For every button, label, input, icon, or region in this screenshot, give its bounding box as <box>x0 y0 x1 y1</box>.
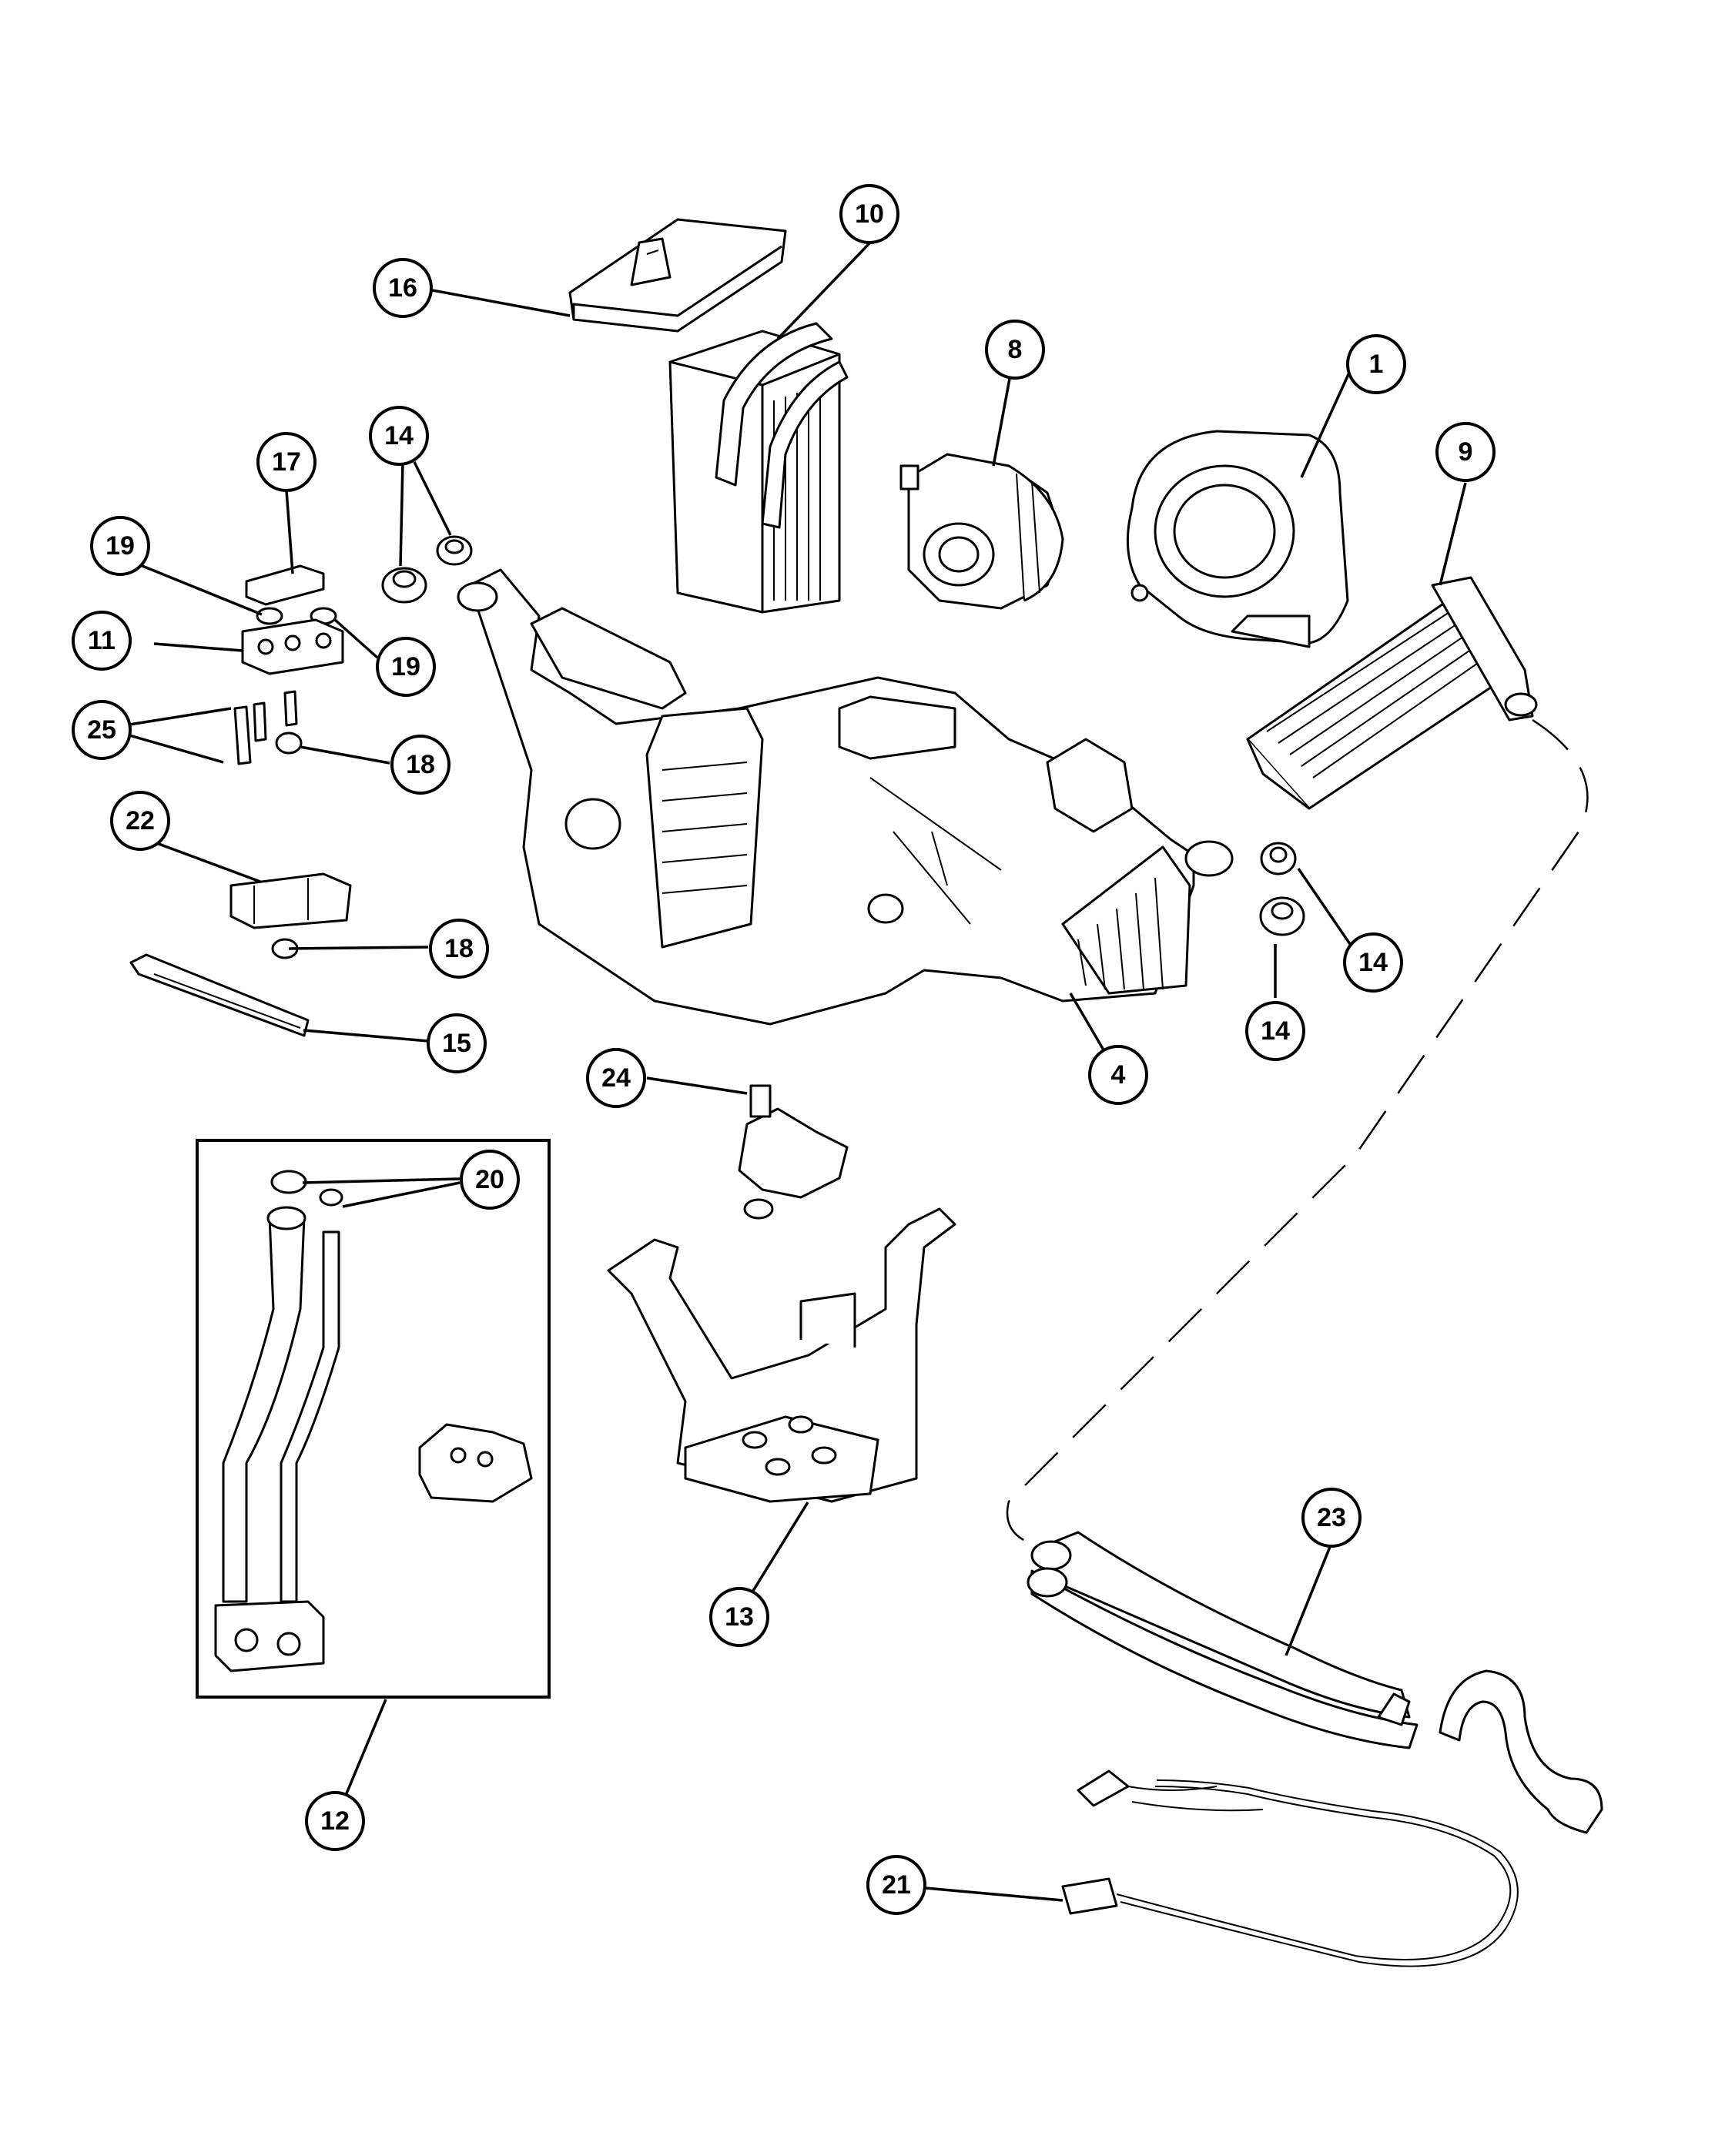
callout-23: 23 <box>1301 1488 1362 1548</box>
svg-text:9: 9 <box>1459 437 1473 467</box>
svg-text:15: 15 <box>442 1029 471 1058</box>
callout-21: 21 <box>866 1855 926 1915</box>
svg-text:18: 18 <box>444 934 474 963</box>
part-15-seal-strip <box>129 953 310 1037</box>
callout-8: 8 <box>985 320 1045 380</box>
svg-text:19: 19 <box>106 531 135 561</box>
callout-17: 17 <box>256 432 317 492</box>
part-16-filter-cover <box>568 218 787 333</box>
part-17-bracket <box>245 564 325 606</box>
part-10-evaporator-core <box>668 322 849 614</box>
svg-text:8: 8 <box>1008 335 1023 364</box>
part-23-hose-assembly <box>1027 1531 1603 1834</box>
callout-1: 1 <box>1346 334 1406 394</box>
svg-text:14: 14 <box>1358 948 1388 977</box>
part-18-nut-upper <box>275 732 303 755</box>
callout-14-upper: 14 <box>369 406 429 466</box>
svg-text:11: 11 <box>88 626 116 655</box>
svg-text:14: 14 <box>384 421 414 450</box>
callout-25: 25 <box>72 700 132 760</box>
part-19-seals <box>256 607 337 625</box>
svg-text:19: 19 <box>391 652 420 681</box>
part-14-grommets-right <box>1259 842 1305 936</box>
inset-box-12 <box>196 1139 551 1699</box>
part-4-main-housing <box>457 568 1234 1026</box>
svg-text:16: 16 <box>388 273 417 303</box>
part-14-grommets-upper <box>381 535 473 604</box>
callout-14-right-lower: 14 <box>1245 1001 1305 1061</box>
svg-text:24: 24 <box>601 1063 631 1093</box>
part-11-expansion-valve <box>241 618 344 675</box>
part-1-blower-housing <box>1126 430 1349 648</box>
callout-16: 16 <box>373 258 433 318</box>
callout-19-left: 19 <box>90 516 150 576</box>
part-8-blower-motor <box>899 453 1064 610</box>
callout-15: 15 <box>427 1013 487 1073</box>
svg-text:4: 4 <box>1111 1060 1126 1090</box>
leader-lines <box>129 242 1467 1902</box>
callout-19-right: 19 <box>376 637 436 697</box>
callout-13: 13 <box>709 1587 769 1647</box>
svg-text:23: 23 <box>1317 1503 1346 1532</box>
svg-text:20: 20 <box>475 1165 504 1194</box>
part-25-bolts <box>233 690 298 765</box>
callout-11: 11 <box>72 611 132 671</box>
part-21-wiring-harness <box>1061 1769 1519 1967</box>
part-9-heater-core <box>1246 576 1538 810</box>
svg-text:18: 18 <box>406 750 435 779</box>
callout-24: 24 <box>586 1048 646 1108</box>
callout-4: 4 <box>1088 1045 1148 1105</box>
callout-9: 9 <box>1435 422 1496 482</box>
dashed-routing-line <box>1006 718 1589 1545</box>
svg-text:1: 1 <box>1369 350 1384 379</box>
part-12-lines-assembly <box>214 1170 533 1672</box>
callout-22: 22 <box>110 791 170 851</box>
callout-12: 12 <box>305 1791 365 1851</box>
callout-18-lower: 18 <box>429 919 489 979</box>
svg-text:14: 14 <box>1261 1016 1290 1046</box>
callout-20: 20 <box>460 1150 520 1210</box>
part-22-bracket <box>229 872 352 929</box>
svg-text:21: 21 <box>882 1870 911 1900</box>
callout-14-right-upper: 14 <box>1343 932 1403 993</box>
callout-10: 10 <box>839 184 899 244</box>
svg-text:22: 22 <box>126 806 155 835</box>
part-13-support-bracket <box>607 1207 956 1503</box>
svg-text:10: 10 <box>855 199 884 229</box>
svg-text:13: 13 <box>725 1602 754 1632</box>
part-24-actuator <box>738 1084 849 1220</box>
svg-text:17: 17 <box>272 447 301 477</box>
svg-text:12: 12 <box>320 1806 350 1836</box>
callout-18-upper: 18 <box>390 735 451 795</box>
svg-text:25: 25 <box>87 715 116 745</box>
